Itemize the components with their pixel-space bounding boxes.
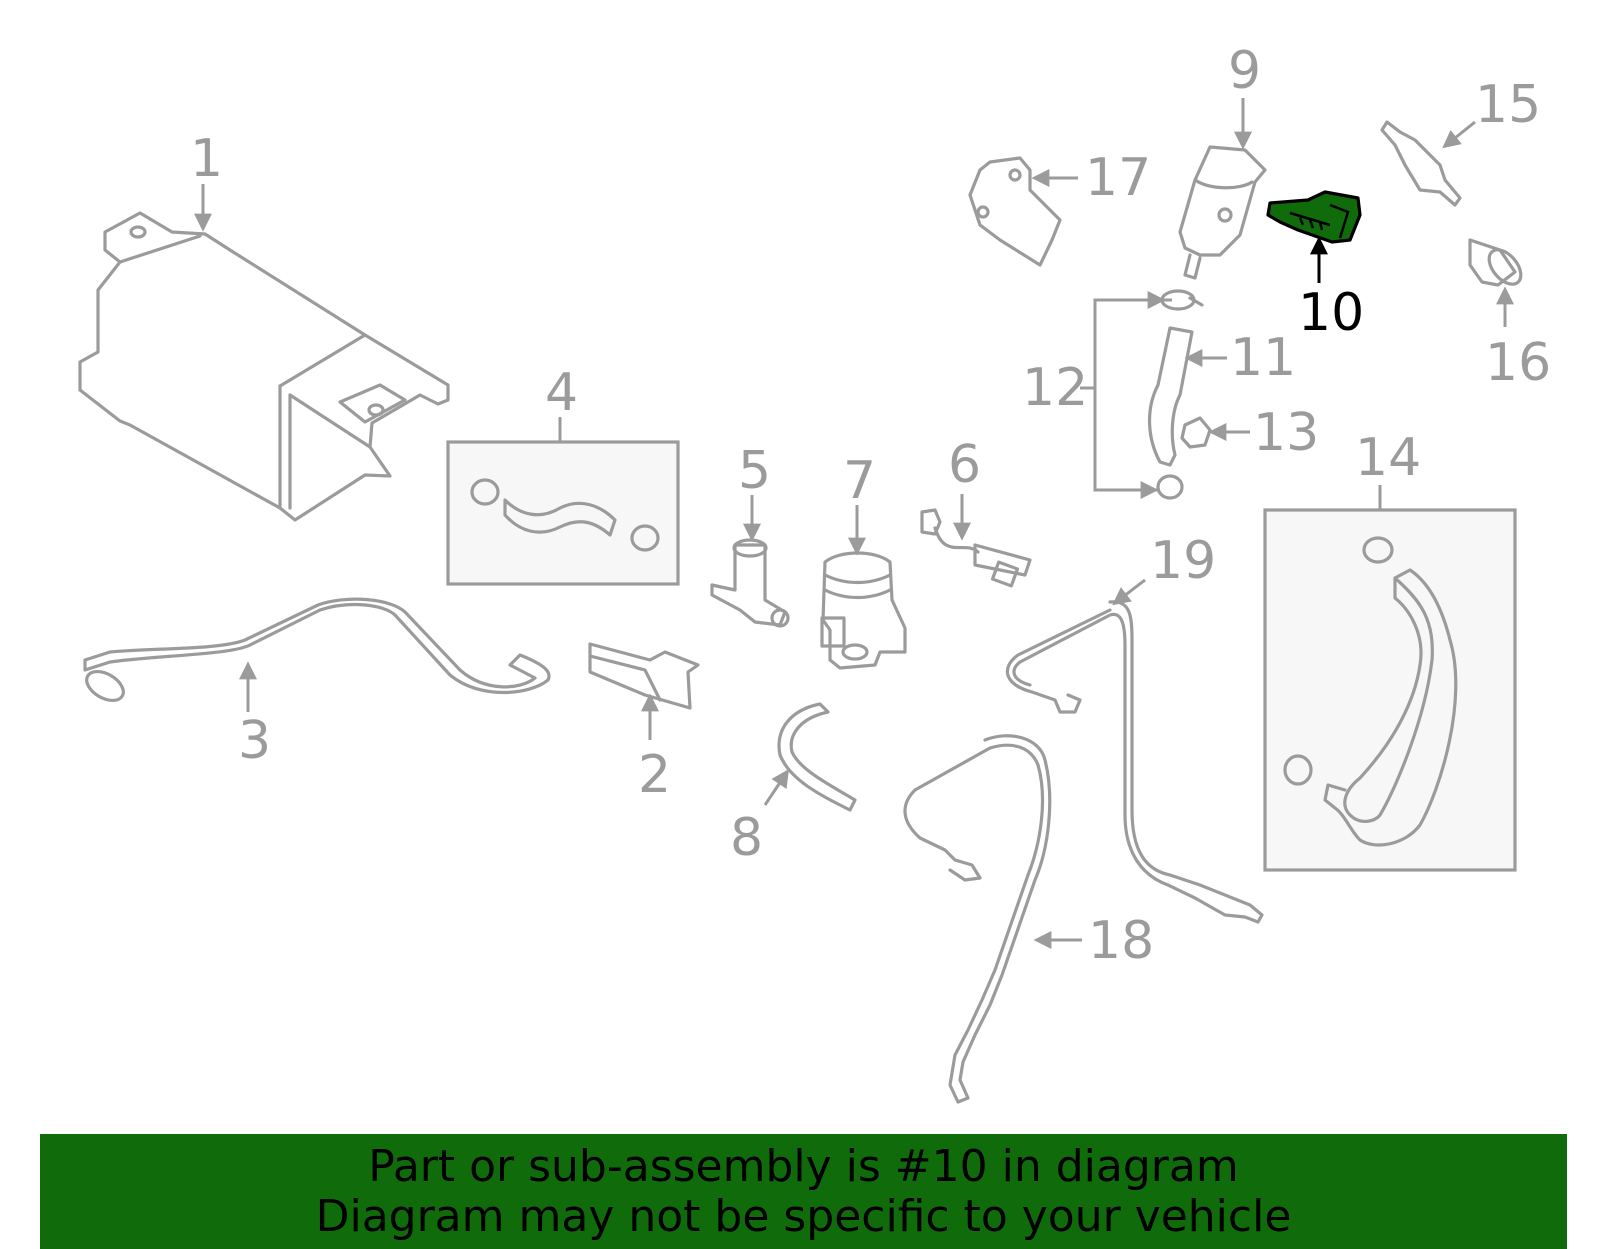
part-8-hose[interactable] — [777, 702, 857, 812]
part-9-valve[interactable] — [1178, 145, 1267, 280]
part-7-pump[interactable] — [820, 551, 907, 670]
callout-18: 18 — [1088, 911, 1154, 971]
part-6-sensor[interactable] — [920, 508, 1032, 588]
callout-1: 1 — [190, 129, 223, 189]
part-17-bracket[interactable] — [968, 156, 1062, 267]
part-19-oxygen-sensor[interactable] — [1005, 600, 1264, 924]
callout-11: 11 — [1230, 328, 1296, 388]
part-18-oxygen-sensor[interactable] — [903, 734, 1052, 1104]
callout-16: 16 — [1485, 333, 1551, 393]
part-10-shape[interactable] — [1266, 190, 1362, 244]
part-3-line[interactable] — [82, 597, 551, 706]
part-2-bracket[interactable] — [588, 642, 700, 710]
info-banner: Part or sub-assembly is #10 in diagram D… — [40, 1134, 1567, 1249]
part-10-bracket-highlighted[interactable] — [1266, 190, 1362, 244]
callout-4: 4 — [545, 363, 578, 423]
callout-6: 6 — [948, 435, 981, 495]
callout-9: 9 — [1228, 41, 1261, 101]
part-5-valve[interactable] — [710, 538, 790, 628]
banner-line-1: Part or sub-assembly is #10 in diagram — [368, 1141, 1239, 1192]
callout-8: 8 — [730, 808, 763, 868]
callout-7: 7 — [843, 451, 876, 511]
part-14-hose-kit-box[interactable] — [1263, 508, 1517, 872]
part-1-canister[interactable] — [78, 211, 450, 522]
callout-19: 19 — [1150, 531, 1216, 591]
callout-12: 12 — [1022, 358, 1088, 418]
callout-15: 15 — [1475, 75, 1541, 135]
banner-line-2: Diagram may not be specific to your vehi… — [315, 1191, 1292, 1242]
callout-14: 14 — [1355, 428, 1421, 488]
part-11-hose[interactable] — [1148, 326, 1194, 467]
part-4-hose-kit-box[interactable] — [446, 440, 680, 586]
part-12-clamps[interactable] — [1156, 289, 1204, 500]
part-4-hose-kit[interactable] — [470, 478, 660, 552]
part-12-group-bracket — [1093, 291, 1172, 499]
callout-2: 2 — [638, 745, 671, 805]
part-13-clamp[interactable] — [1180, 416, 1212, 449]
callout-17: 17 — [1085, 148, 1151, 208]
callout-13: 13 — [1253, 403, 1319, 463]
callout-3: 3 — [238, 711, 271, 771]
part-14-hose-kit[interactable] — [1283, 536, 1458, 847]
part-15-connector[interactable] — [1380, 120, 1462, 207]
callout-5: 5 — [738, 441, 771, 501]
part-16-cap[interactable] — [1468, 238, 1527, 290]
callout-10: 10 — [1298, 283, 1364, 343]
